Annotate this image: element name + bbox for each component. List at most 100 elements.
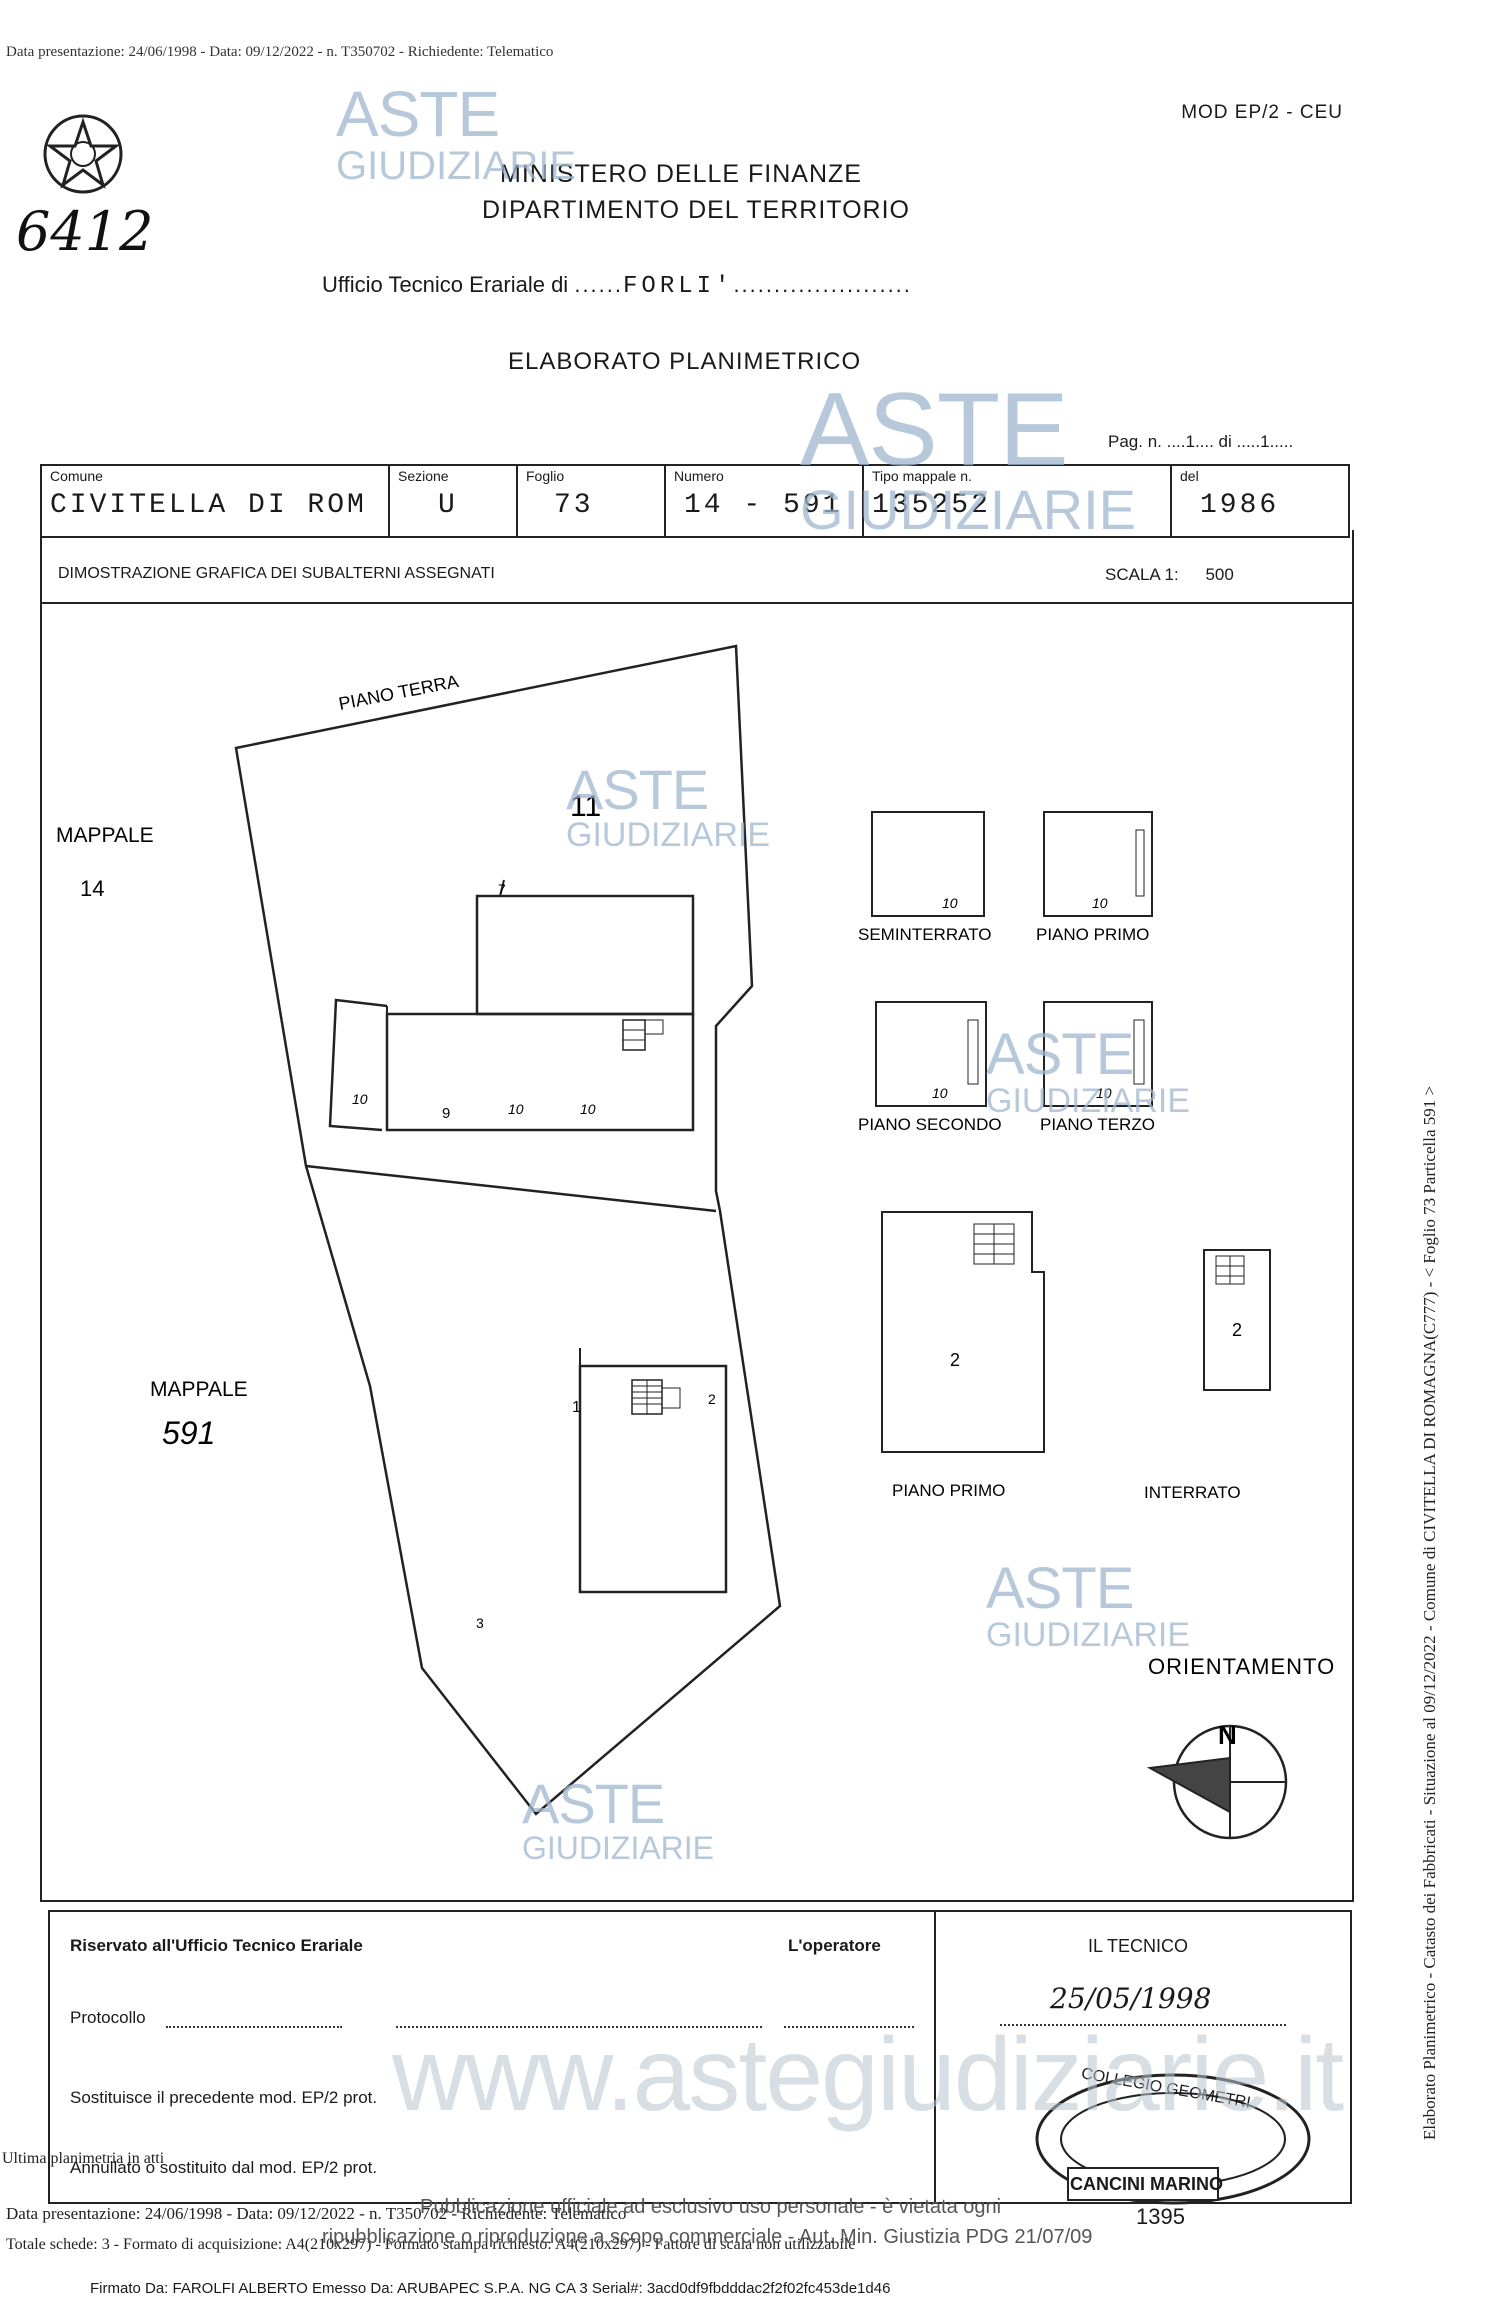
sostituisce-label: Sostituisce il precedente mod. EP/2 prot… xyxy=(70,2088,378,2107)
piano-terzo-label: PIANO TERZO xyxy=(1040,1115,1155,1134)
plan-header-rule xyxy=(40,602,1352,604)
surveyor-stamp xyxy=(1035,2073,1311,2205)
office-line: Ufficio Tecnico Erariale di ......FORLI'… xyxy=(322,272,912,300)
tipo-cell: Tipo mappale n. 135252 xyxy=(862,464,1172,538)
seminterrato-label: SEMINTERRATO xyxy=(858,925,992,944)
scale-value: 500 xyxy=(1205,565,1234,584)
url-watermark: www.astegiudiziarie.it xyxy=(392,2017,1344,2133)
foglio-cell: Foglio 73 xyxy=(516,464,666,538)
annullato-label: Annullato o sostituito dal mod. EP/2 pro… xyxy=(70,2158,378,2177)
sezione-value: U xyxy=(438,490,458,521)
footer-divider xyxy=(934,1910,936,2202)
publication-notice-2: ripubblicazione o riproduzione a scopo c… xyxy=(322,2226,1093,2248)
north-label: N xyxy=(1218,1720,1237,1750)
lot-outline xyxy=(234,644,782,1816)
mappale-14-number: 14 xyxy=(80,876,104,901)
foglio-label: Foglio xyxy=(526,468,565,484)
ultima-planimetria: Ultima planimetria in atti xyxy=(2,2150,165,2167)
side-vertical-caption: Elaborato Planimetrico - Catasto dei Fab… xyxy=(1420,1085,1439,2140)
building-annex xyxy=(328,998,388,1132)
mappale-591-label: MAPPALE xyxy=(150,1378,248,1401)
sezione-label: Sezione xyxy=(398,468,449,484)
office-dots-after: ...................... xyxy=(733,272,912,297)
stamp-number: 1395 xyxy=(1136,2204,1185,2229)
form-code: MOD EP/2 - CEU xyxy=(1181,102,1343,123)
comune-value: CIVITELLA DI ROM xyxy=(50,490,367,521)
tecnico-label: IL TECNICO xyxy=(1088,1936,1189,1956)
office-label: Ufficio Tecnico Erariale di xyxy=(322,272,569,297)
building-591 xyxy=(578,1364,728,1594)
bottom-data-line: Data presentazione: 24/06/1998 - Data: 0… xyxy=(6,2204,627,2223)
dimostrazione-label: DIMOSTRAZIONE GRAFICA DEI SUBALTERNI ASS… xyxy=(58,565,495,582)
sub-1-label: 1 xyxy=(572,1399,581,1416)
bottom-schede-line: Totale schede: 3 - Formato di acquisizio… xyxy=(6,2236,856,2253)
svg-text:10: 10 xyxy=(1096,1085,1112,1101)
sub-3-label: 3 xyxy=(476,1615,484,1631)
office-city: FORLI' xyxy=(623,273,734,300)
svg-text:10: 10 xyxy=(1092,895,1108,911)
protocollo-label: Protocollo xyxy=(70,2008,146,2027)
piano-primo-large-label: PIANO PRIMO xyxy=(892,1481,1005,1500)
sub-10-label-c: 10 xyxy=(580,1101,596,1117)
numero-value: 14 - 591 xyxy=(684,490,843,521)
sub-11-label: 11 xyxy=(570,790,601,823)
piano-secondo-label: PIANO SECONDO xyxy=(858,1115,1002,1134)
digital-signature-line: Firmato Da: FAROLFI ALBERTO Emesso Da: A… xyxy=(90,2280,891,2297)
document-title: ELABORATO PLANIMETRICO xyxy=(508,348,862,375)
foglio-value: 73 xyxy=(554,490,594,521)
mappale-14-label: MAPPALE xyxy=(56,824,154,847)
operatore-label: L'operatore xyxy=(788,1936,881,1955)
numero-cell: Numero 14 - 591 xyxy=(664,464,864,538)
svg-text:2: 2 xyxy=(1232,1320,1242,1340)
riservato-label: Riservato all'Ufficio Tecnico Erariale xyxy=(70,1936,363,1955)
piano-primo-large xyxy=(881,1211,1045,1453)
ministry-title: MINISTERO DELLE FINANZE xyxy=(500,160,862,188)
building-lower xyxy=(385,1012,695,1132)
svg-text:10: 10 xyxy=(942,895,958,911)
svg-text:2: 2 xyxy=(950,1350,960,1370)
plan-frame xyxy=(40,530,1354,1902)
piano-secondo-box xyxy=(875,1001,987,1107)
sub-10-label-b: 10 xyxy=(508,1101,524,1117)
office-dots-before: ...... xyxy=(574,272,624,297)
protocollo-dots-3 xyxy=(784,2026,914,2028)
sub-7-label: 7 xyxy=(498,881,506,897)
interrato-label: INTERRATO xyxy=(1144,1483,1241,1502)
tipo-value: 135252 xyxy=(872,490,991,521)
sub-2-label: 2 xyxy=(708,1391,716,1407)
cadastral-info-table: Comune CIVITELLA DI ROM Sezione U Foglio… xyxy=(40,464,1350,538)
del-value: 1986 xyxy=(1200,490,1280,521)
building-upper xyxy=(475,894,695,1016)
comune-label: Comune xyxy=(50,468,103,484)
interrato-box xyxy=(1203,1249,1271,1391)
site-plan-drawing: PIANO TERRA MAPPALE 14 MAPPALE 591 11 7 … xyxy=(56,644,1335,1840)
comune-cell: Comune CIVITELLA DI ROM xyxy=(40,464,390,538)
department-title: DIPARTIMENTO DEL TERRITORIO xyxy=(482,196,910,224)
sub-9-label: 9 xyxy=(442,1105,450,1122)
protocollo-dots-2 xyxy=(396,2026,762,2028)
mappale-divider xyxy=(305,1164,717,1213)
piano-primo-label: PIANO PRIMO xyxy=(1036,925,1149,944)
sezione-cell: Sezione U xyxy=(388,464,518,538)
stair-icon-upper xyxy=(622,1019,646,1051)
scale-label: SCALA 1: 500 xyxy=(1105,565,1234,585)
north-arrow-icon xyxy=(1146,1756,1231,1814)
seminterrato-box xyxy=(871,811,985,917)
top-header-line: Data presentazione: 24/06/1998 - Data: 0… xyxy=(6,44,554,60)
office-reserved-box xyxy=(48,1910,1352,2204)
piano-terzo-box xyxy=(1043,1001,1153,1107)
protocollo-dots-1 xyxy=(166,2026,342,2028)
tecnico-date: 25/05/1998 xyxy=(1050,1982,1212,2015)
mappale-591-number: 591 xyxy=(162,1415,215,1451)
handwritten-number: 6412 xyxy=(16,200,154,263)
sub-10-label-a: 10 xyxy=(352,1091,368,1107)
orientamento-label: ORIENTAMENTO xyxy=(1148,1654,1335,1679)
scale-prefix: SCALA 1: xyxy=(1105,565,1179,584)
piano-terra-label: PIANO TERRA xyxy=(337,671,460,714)
del-cell: del 1986 xyxy=(1170,464,1350,538)
tipo-label: Tipo mappale n. xyxy=(872,468,972,484)
numero-label: Numero xyxy=(674,468,724,484)
svg-text:10: 10 xyxy=(932,1085,948,1101)
piano-primo-box xyxy=(1043,811,1153,917)
emblem-icon xyxy=(43,114,123,194)
